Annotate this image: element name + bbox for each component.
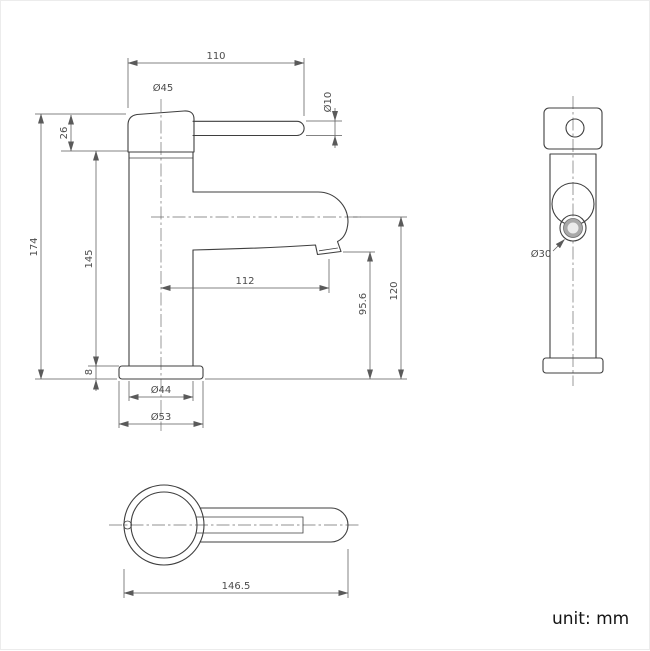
- base-plate: [542, 357, 604, 374]
- lever-inner-lines: [196, 516, 304, 534]
- dimension-label: Ø53: [151, 411, 172, 423]
- dim-body-height: 145: [84, 150, 119, 367]
- dim-spout-reach: 112: [160, 259, 330, 293]
- handle-cap: [127, 110, 195, 153]
- dim-overall-width: 110: [127, 51, 305, 116]
- dim-body-diameter: Ø44: [128, 381, 194, 401]
- dim-aerator-height: 95.6: [343, 251, 375, 380]
- dim-overall-length: 146.5: [123, 549, 349, 598]
- handle-cap-outer: [123, 484, 205, 566]
- leader-line: [552, 239, 565, 252]
- lever-outline: [199, 507, 349, 543]
- spout-top-edge: [192, 191, 349, 223]
- lever-handle: [192, 120, 305, 137]
- unit-label: unit: mm: [552, 609, 629, 629]
- dim-handle-diameter-label: Ø45: [153, 82, 174, 94]
- dimension-label: 112: [235, 276, 254, 287]
- dimension-label: 146.5: [222, 581, 251, 592]
- aerator-outer: [559, 214, 587, 242]
- dimension-label: 174: [29, 237, 40, 256]
- aerator-face-line: [318, 247, 338, 252]
- top-view: 146.5: [109, 484, 359, 598]
- dim-base-plate-height: 8: [84, 366, 99, 391]
- dimension-label: 95.6: [358, 293, 369, 315]
- dimension-label: Ø30: [531, 248, 552, 260]
- spout-bottom-and-aerator-tip: [192, 221, 349, 256]
- handle-cap-inner: [130, 491, 198, 559]
- dim-overall-height: 174: [29, 113, 117, 380]
- dim-handle-height: 26: [35, 113, 128, 152]
- handle-button: [565, 118, 585, 138]
- dimension-label: 145: [84, 249, 95, 268]
- dimension-label: 120: [389, 281, 400, 300]
- dim-lever-diameter: Ø10: [306, 92, 342, 148]
- set-screw-hole: [123, 520, 132, 530]
- dimension-label: Ø10: [322, 92, 334, 113]
- base-plate: [118, 365, 204, 380]
- front-view: 110 Ø45 26 174 145 8: [29, 51, 407, 431]
- body: [549, 153, 597, 359]
- dim-base-diameter: Ø53: [118, 381, 204, 428]
- aerator-center: [567, 222, 579, 234]
- dim-aerator-diameter: Ø30: [531, 239, 565, 260]
- side-view: Ø30: [531, 96, 604, 386]
- dimension-label: 8: [84, 369, 95, 375]
- handle-cap: [543, 107, 603, 150]
- dimension-label: Ø44: [151, 384, 172, 396]
- dimension-label: 26: [59, 127, 70, 140]
- dimension-label: 110: [206, 51, 225, 62]
- dim-spout-height: 120: [205, 216, 407, 380]
